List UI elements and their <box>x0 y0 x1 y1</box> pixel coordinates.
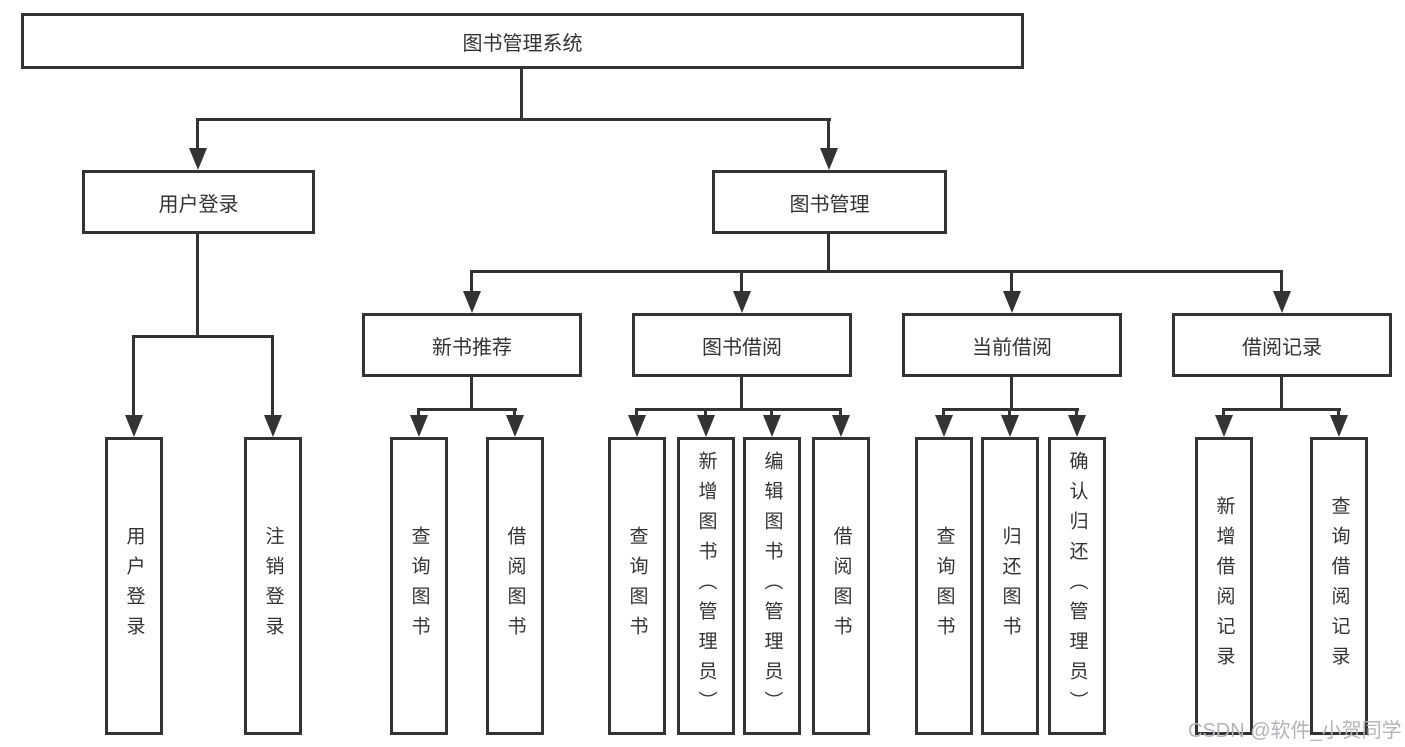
connector-line <box>513 408 516 417</box>
arrow-down-icon <box>189 148 207 170</box>
connector-line <box>132 335 135 417</box>
connector-line <box>635 408 842 411</box>
connector-line <box>470 270 473 294</box>
connector-line <box>132 335 274 338</box>
arrow-down-icon <box>1001 415 1019 437</box>
leaf-label: 查询图书 <box>408 526 430 646</box>
leaf-label: 借阅图书 <box>830 526 852 646</box>
arrow-down-icon <box>697 415 715 437</box>
connector-line <box>520 69 523 118</box>
arrow-down-icon <box>264 415 282 437</box>
arrow-down-icon <box>1330 415 1348 437</box>
connector-line <box>196 118 199 152</box>
node-book-management: 图书管理 <box>712 170 947 234</box>
leaf-label: 用户登录 <box>123 526 145 646</box>
arrow-down-icon <box>628 415 646 437</box>
connector-line <box>1337 408 1340 417</box>
connector-line <box>1222 408 1225 417</box>
connector-line <box>827 118 830 152</box>
connector-line <box>1010 270 1013 294</box>
leaf-add-books-admin: 新增图书（管理员） <box>677 437 735 735</box>
connector-line <box>196 234 199 335</box>
connector-line <box>1010 377 1013 408</box>
connector-line <box>839 408 842 417</box>
node-label: 借阅记录 <box>1242 336 1322 359</box>
connector-line <box>942 408 945 417</box>
connector-line <box>1075 408 1078 417</box>
csdn-watermark: CSDN @软件_小贺同学 <box>1188 720 1402 742</box>
connector-line <box>827 234 830 270</box>
leaf-label: 查询借阅记录 <box>1328 496 1350 676</box>
leaf-query-borrow-record: 查询借阅记录 <box>1310 437 1368 735</box>
leaf-edit-books-admin: 编辑图书（管理员） <box>743 437 801 735</box>
connector-line <box>271 335 274 417</box>
leaf-return-books: 归还图书 <box>981 437 1039 735</box>
node-current-borrowing: 当前借阅 <box>902 313 1122 377</box>
connector-line <box>417 408 517 411</box>
node-label: 图书管理系统 <box>462 32 583 55</box>
connector-line <box>1008 408 1011 417</box>
connector-line <box>1280 270 1283 294</box>
node-library-management-system: 图书管理系统 <box>21 13 1024 69</box>
leaf-query-books-current: 查询图书 <box>915 437 973 735</box>
leaf-label: 新增借阅记录 <box>1213 496 1235 676</box>
leaf-label: 确认归还（管理员） <box>1066 451 1088 721</box>
node-label: 新书推荐 <box>432 336 512 359</box>
connector-line <box>1222 408 1341 411</box>
connector-line <box>635 408 638 417</box>
leaf-label: 借阅图书 <box>504 526 526 646</box>
leaf-borrow-books-recommend: 借阅图书 <box>486 437 544 735</box>
leaf-query-books-borrowing: 查询图书 <box>608 437 666 735</box>
leaf-label: 归还图书 <box>999 526 1021 646</box>
leaf-logout-login: 注销登录 <box>244 437 302 735</box>
arrow-down-icon <box>1003 291 1021 313</box>
leaf-add-borrow-record: 新增借阅记录 <box>1195 437 1253 735</box>
connector-line <box>770 408 773 417</box>
arrow-down-icon <box>463 291 481 313</box>
leaf-label: 注销登录 <box>262 526 284 646</box>
leaf-borrow-books: 借阅图书 <box>812 437 870 735</box>
node-user-login: 用户登录 <box>82 170 315 234</box>
node-borrowing-records: 借阅记录 <box>1172 313 1392 377</box>
arrow-down-icon <box>410 415 428 437</box>
node-label: 图书管理 <box>789 193 870 216</box>
connector-line <box>197 118 831 121</box>
arrow-down-icon <box>935 415 953 437</box>
arrow-down-icon <box>1215 415 1233 437</box>
node-label: 用户登录 <box>158 193 239 216</box>
arrow-down-icon <box>506 415 524 437</box>
node-new-book-recommendation: 新书推荐 <box>362 313 582 377</box>
arrow-down-icon <box>1068 415 1086 437</box>
leaf-label: 查询图书 <box>626 526 648 646</box>
leaf-label: 查询图书 <box>933 526 955 646</box>
node-book-borrowing: 图书借阅 <box>632 313 852 377</box>
connector-line <box>470 377 473 408</box>
arrow-down-icon <box>832 415 850 437</box>
arrow-down-icon <box>763 415 781 437</box>
leaf-confirm-return-admin: 确认归还（管理员） <box>1048 437 1106 735</box>
connector-line <box>1280 377 1283 408</box>
leaf-user-login: 用户登录 <box>105 437 163 735</box>
connector-line <box>740 377 743 408</box>
connector-line <box>470 270 1283 273</box>
arrow-down-icon <box>125 415 143 437</box>
leaf-query-books-recommend: 查询图书 <box>390 437 448 735</box>
arrow-down-icon <box>820 148 838 170</box>
connector-line <box>417 408 420 417</box>
arrow-down-icon <box>1273 291 1291 313</box>
leaf-label: 编辑图书（管理员） <box>761 451 783 721</box>
arrow-down-icon <box>733 291 751 313</box>
node-label: 当前借阅 <box>972 336 1052 359</box>
connector-line <box>704 408 707 417</box>
connector-line <box>740 270 743 294</box>
node-label: 图书借阅 <box>702 336 782 359</box>
leaf-label: 新增图书（管理员） <box>695 451 717 721</box>
